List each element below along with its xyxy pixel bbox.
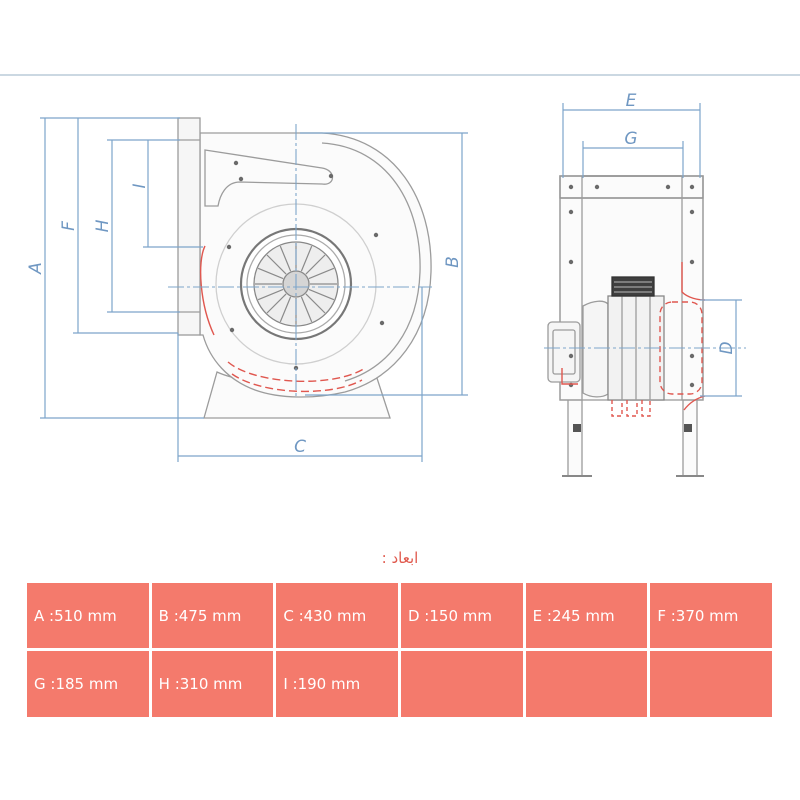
side-left-leg xyxy=(567,397,583,477)
leg-bolt xyxy=(573,424,581,432)
impeller-spoke xyxy=(305,254,326,275)
impeller-spoke xyxy=(308,288,335,301)
bolt xyxy=(689,209,695,215)
inlet-boss xyxy=(547,321,581,383)
front-view: A F H I B C xyxy=(26,117,468,462)
impeller-spoke xyxy=(257,288,284,301)
table-cell: I :190 mm xyxy=(276,651,398,717)
bolt xyxy=(233,160,239,166)
housing-slot xyxy=(204,149,334,207)
table-cell: F :370 mm xyxy=(650,583,772,648)
bolt xyxy=(594,184,600,190)
impeller-spoke xyxy=(279,296,292,323)
table-cell: C :430 mm xyxy=(276,583,398,648)
dimension-h xyxy=(107,139,180,313)
bolt xyxy=(373,232,379,238)
table-cell: A :510 mm xyxy=(27,583,149,648)
dimension-label-a: A xyxy=(26,262,46,275)
bolt xyxy=(568,184,574,190)
top-divider-line xyxy=(0,74,800,76)
front-hidden-details xyxy=(199,245,366,393)
bolt xyxy=(229,327,235,333)
dimension-label-h: H xyxy=(93,219,113,232)
impeller-spoke xyxy=(305,293,326,314)
table-cell: E :245 mm xyxy=(525,583,648,648)
dimension-label-b: B xyxy=(443,256,463,268)
bolt xyxy=(379,320,385,326)
dimension-i xyxy=(143,140,203,248)
dimension-b xyxy=(300,132,468,396)
table-cell: D :150 mm xyxy=(400,583,523,648)
dimension-label-d: D xyxy=(717,341,737,354)
hidden-outlet-edge xyxy=(199,245,215,336)
bolt xyxy=(689,353,695,359)
front-centerlines xyxy=(168,124,432,398)
dimension-label-f: F xyxy=(59,221,79,231)
impeller-spoke xyxy=(266,293,287,314)
front-dimension-lines xyxy=(40,117,468,462)
dimension-label-e: E xyxy=(626,91,637,111)
scroll-inner-rim xyxy=(321,142,421,382)
dimension-c xyxy=(177,287,423,462)
bolt xyxy=(568,209,574,215)
bolt xyxy=(226,244,232,250)
hidden-motor-feet xyxy=(611,400,651,417)
dimension-a xyxy=(40,117,204,419)
dimension-f xyxy=(73,118,178,334)
bolt xyxy=(568,353,574,359)
bolt xyxy=(238,176,244,182)
impeller-spoke xyxy=(257,267,284,280)
bolt xyxy=(689,184,695,190)
table-cell: G :185 mm xyxy=(27,651,149,717)
leg-bolt xyxy=(684,424,692,432)
bolt xyxy=(568,259,574,265)
side-view: E G D xyxy=(544,91,746,477)
side-left-strip xyxy=(559,175,583,401)
blower-dimension-drawing: A F H I B C xyxy=(26,91,746,477)
dimensions-heading: ابعاد : xyxy=(381,549,419,567)
bolt xyxy=(689,259,695,265)
outlet-flange xyxy=(177,117,201,336)
hidden-boss-detail xyxy=(561,368,578,385)
impeller-spoke xyxy=(279,245,292,272)
dimension-d xyxy=(700,299,742,397)
table-cell-empty xyxy=(400,651,523,717)
inlet-cone xyxy=(582,300,609,398)
bolt xyxy=(328,173,334,179)
table-cell-empty xyxy=(650,651,772,717)
dimension-g xyxy=(582,141,684,178)
inlet-boss-inner xyxy=(552,329,576,375)
impeller-spoke xyxy=(300,245,313,272)
impeller-spoke xyxy=(308,267,335,280)
dimension-label-g: G xyxy=(624,129,637,149)
table-cell: B :475 mm xyxy=(151,583,274,648)
table-cell: H :310 mm xyxy=(151,651,274,717)
impeller-spoke xyxy=(266,254,287,275)
side-view-body xyxy=(547,175,704,477)
table-cell-empty xyxy=(525,651,648,717)
hidden-bottom-arc xyxy=(227,361,366,382)
dimension-label-i: I xyxy=(130,183,150,188)
dimensions-table: A :510 mm B :475 mm C :430 mm D :150 mm … xyxy=(27,583,772,717)
impeller-spoke xyxy=(300,296,313,323)
dimension-label-c: C xyxy=(294,437,306,457)
front-bolts xyxy=(226,160,385,371)
bolt xyxy=(689,382,695,388)
side-dimension-lines xyxy=(562,103,742,397)
hidden-bottom-arc xyxy=(231,373,363,393)
front-view-body xyxy=(177,117,432,419)
dimension-e xyxy=(562,103,701,178)
bolt xyxy=(665,184,671,190)
